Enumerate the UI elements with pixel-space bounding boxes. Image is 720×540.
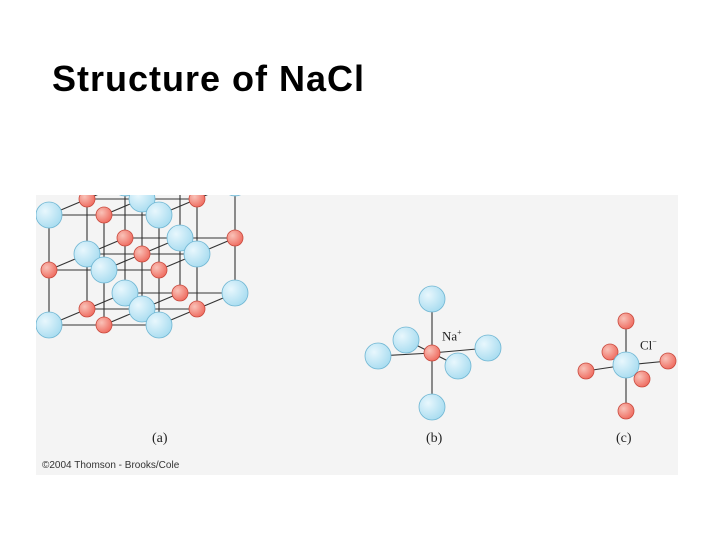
chloride-ion [633, 370, 651, 388]
sodium-label: Na+ [442, 328, 462, 344]
chloride-ion [116, 229, 134, 247]
sodium-ion [119, 195, 131, 197]
chloride-label: Cl− [640, 337, 657, 353]
chloride-ion [226, 229, 244, 247]
sodium-ion [392, 326, 420, 354]
chloride-ion [40, 261, 58, 279]
nacl-figure: (a) (b) (c) Na+ Cl− ©2004 Thomson - Broo… [36, 195, 678, 475]
sodium-ion [36, 311, 63, 339]
sodium-ion [90, 256, 118, 284]
sodium-ion [418, 285, 446, 313]
chloride-ion [659, 352, 677, 370]
sodium-ion [364, 342, 392, 370]
chloride-ion [188, 300, 206, 318]
sodium-ion [145, 311, 173, 339]
caption-a: (a) [152, 431, 168, 446]
chloride-ion [577, 362, 595, 380]
slide-title: Structure of NaCl [52, 58, 366, 99]
lattice-illustration [36, 195, 677, 421]
sodium-ion [36, 201, 63, 229]
chloride-ion [78, 300, 96, 318]
chloride-ion [188, 195, 206, 208]
chloride-ion [171, 284, 189, 302]
sodium-ion [128, 295, 156, 323]
sodium-ion [612, 351, 640, 379]
chloride-ion [78, 195, 96, 208]
sodium-ion [111, 279, 139, 307]
sodium-ion [166, 224, 194, 252]
sodium-ion [73, 240, 101, 268]
chloride-ion [617, 402, 635, 420]
sodium-ion [474, 334, 502, 362]
chloride-ion [95, 316, 113, 334]
sodium-ion [418, 393, 446, 421]
chloride-ion [133, 245, 151, 263]
sodium-ion [221, 279, 249, 307]
sodium-ion [145, 201, 173, 229]
chloride-ion [150, 261, 168, 279]
copyright-credit: ©2004 Thomson - Brooks/Cole [42, 460, 180, 471]
chloride-ion [617, 312, 635, 330]
chloride-ion [601, 343, 619, 361]
chloride-ion [423, 344, 441, 362]
ion-spheres [36, 195, 677, 421]
sodium-ion [183, 240, 211, 268]
sodium-ion [444, 352, 472, 380]
chloride-ion [95, 206, 113, 224]
caption-c: (c) [616, 431, 632, 446]
sodium-ion [229, 195, 241, 197]
caption-b: (b) [426, 431, 443, 446]
